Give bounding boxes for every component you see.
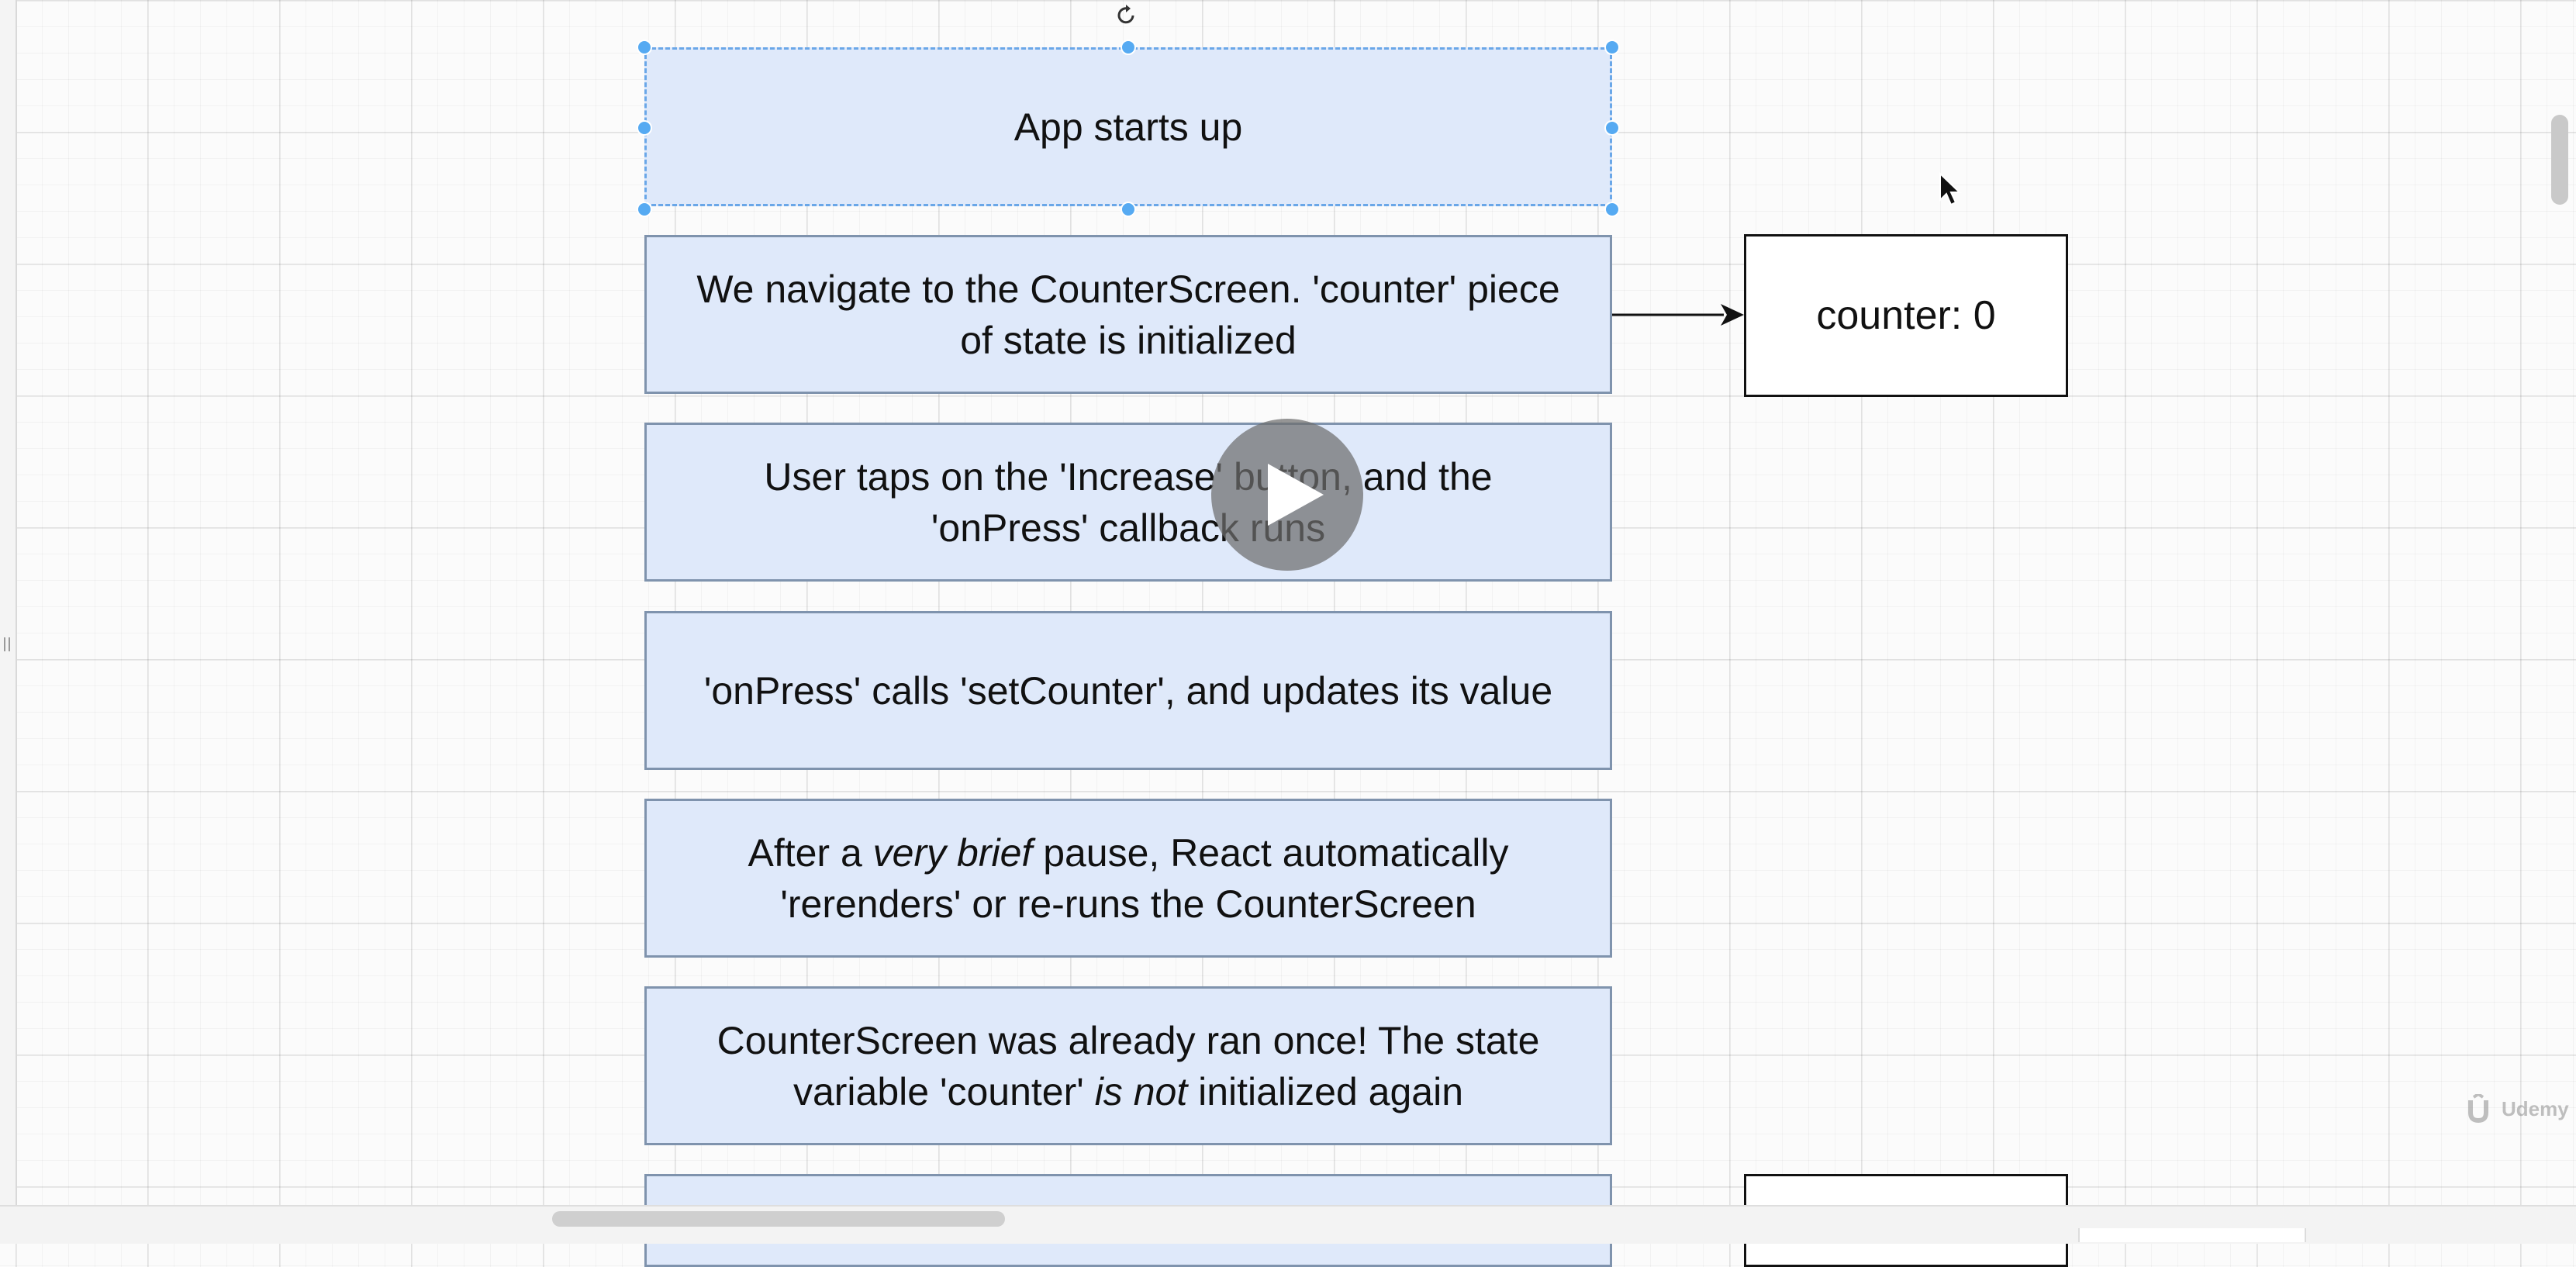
flow-step-text: User taps on the 'Increase' button, and … (764, 454, 1493, 550)
resize-handle-right-icon[interactable] (1604, 120, 1620, 136)
resize-handle-bottom-left-icon[interactable] (637, 202, 652, 217)
flow-step-text-before: After a (748, 830, 873, 875)
resize-handle-top-left-icon[interactable] (637, 40, 652, 55)
flow-step-text-emphasis: very brief (872, 830, 1033, 875)
resize-handle-bottom-icon[interactable] (1121, 202, 1136, 217)
vertical-scrollbar[interactable] (2551, 115, 2568, 205)
watermark-text: Udemy (2502, 1096, 2569, 1120)
flow-step-not-initialized[interactable]: CounterScreen was already ran once! The … (644, 986, 1612, 1145)
flow-step-user-taps[interactable]: User taps on the 'Increase' button, and … (644, 423, 1612, 582)
rotate-handle-icon[interactable] (1111, 0, 1144, 28)
flow-step-text: 'onPress' calls 'setCounter', and update… (703, 668, 1553, 713)
flow-step-app-starts[interactable]: App starts up (644, 47, 1612, 206)
flow-step-text: After a very brief pause, React automati… (748, 827, 1508, 930)
resize-handle-bottom-right-icon[interactable] (1604, 202, 1620, 217)
left-panel-strip (0, 0, 17, 1242)
play-icon (1268, 464, 1324, 526)
flow-step-text: App starts up (1013, 105, 1243, 149)
flow-step-text: CounterScreen was already ran once! The … (717, 1015, 1540, 1117)
flow-step-navigate[interactable]: We navigate to the CounterScreen. 'count… (644, 235, 1612, 394)
resize-handle-top-icon[interactable] (1121, 40, 1136, 55)
mouse-cursor-icon (1939, 172, 1962, 206)
counter-state-label: counter: 0 (1816, 293, 1996, 338)
panel-resize-grip-icon[interactable] (4, 637, 10, 651)
horizontal-scrollbar[interactable] (552, 1211, 1005, 1227)
udemy-logo-icon (2468, 1094, 2488, 1124)
udemy-watermark: Udemy (2463, 1093, 2569, 1124)
flow-step-text-after: initialized again (1187, 1069, 1464, 1113)
connector-arrow[interactable] (1612, 299, 1746, 330)
flow-step-text: We navigate to the CounterScreen. 'count… (696, 267, 1560, 362)
flow-step-text-before: CounterScreen was already ran once! The … (717, 1018, 1540, 1113)
resize-handle-left-icon[interactable] (637, 120, 652, 136)
flow-step-set-counter[interactable]: 'onPress' calls 'setCounter', and update… (644, 611, 1612, 770)
flow-step-text-emphasis: is not (1094, 1069, 1188, 1113)
flow-step-text-after: pause, React automatically 'rerenders' o… (780, 830, 1509, 926)
flow-step-rerender[interactable]: After a very brief pause, React automati… (644, 799, 1612, 958)
video-play-button[interactable] (1211, 419, 1363, 571)
bottom-page-tab[interactable] (2078, 1228, 2306, 1242)
resize-handle-top-right-icon[interactable] (1604, 40, 1620, 55)
counter-state-box[interactable]: counter: 0 (1744, 234, 2068, 397)
